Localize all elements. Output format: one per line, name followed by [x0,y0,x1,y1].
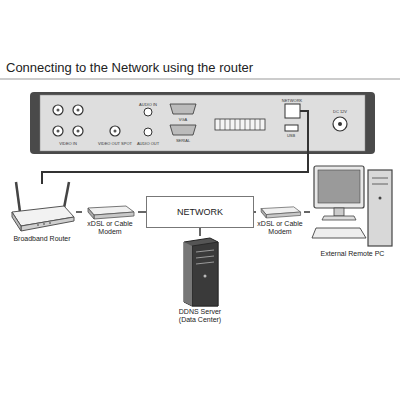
panel-label: AUDIO IN [139,102,157,107]
title: Connecting to the Network using the rout… [6,60,253,75]
usb-port [285,125,298,131]
vga-port [170,104,196,114]
pc-node: External Remote PC [310,158,395,258]
network-cable [42,111,308,184]
modem-node: xDSL or Cable Modem [256,204,304,236]
network-box: NETWORK [146,196,254,228]
title-rule [0,79,400,80]
modem-icon [82,204,138,220]
pc-icon [310,158,395,250]
panel-label: VIDEO OUT SPOT [98,141,132,146]
node-label: External Remote PC [310,250,395,258]
node-label: xDSL or Cable Modem [82,220,138,236]
server-icon [174,236,226,308]
network-link [76,211,82,213]
bnc-connectors [53,105,120,136]
power-socket [333,117,347,131]
panel-label: USB [287,133,295,138]
dvr-panel [40,95,365,151]
panel-label: VIDEO IN [59,141,77,146]
rca-jacks [144,108,152,136]
router-node: Broadband Router [8,180,76,243]
panel-label: AUDIO OUT [137,141,159,146]
network-link [254,211,256,213]
node-label: NETWORK [177,207,223,217]
dvr-housing [30,92,375,154]
node-label: xDSL or Cable Modem [256,220,304,236]
modem-icon [256,204,304,220]
server-node: DDNS Server (Data Center) [174,236,226,324]
network-port [285,104,300,118]
panel-label: VGA [179,117,187,122]
serial-port [170,125,196,135]
panel-label: DC 12V [333,109,347,114]
network-link [304,211,310,213]
network-link [199,228,201,236]
modem-node: xDSL or Cable Modem [82,204,138,236]
panel-label: NETWORK [282,98,302,103]
node-label: DDNS Server (Data Center) [174,308,226,324]
router-icon [8,180,76,235]
terminal-block [215,119,265,130]
network-link [138,211,146,213]
node-label: Broadband Router [8,235,76,243]
panel-label: SERIAL [176,138,190,143]
